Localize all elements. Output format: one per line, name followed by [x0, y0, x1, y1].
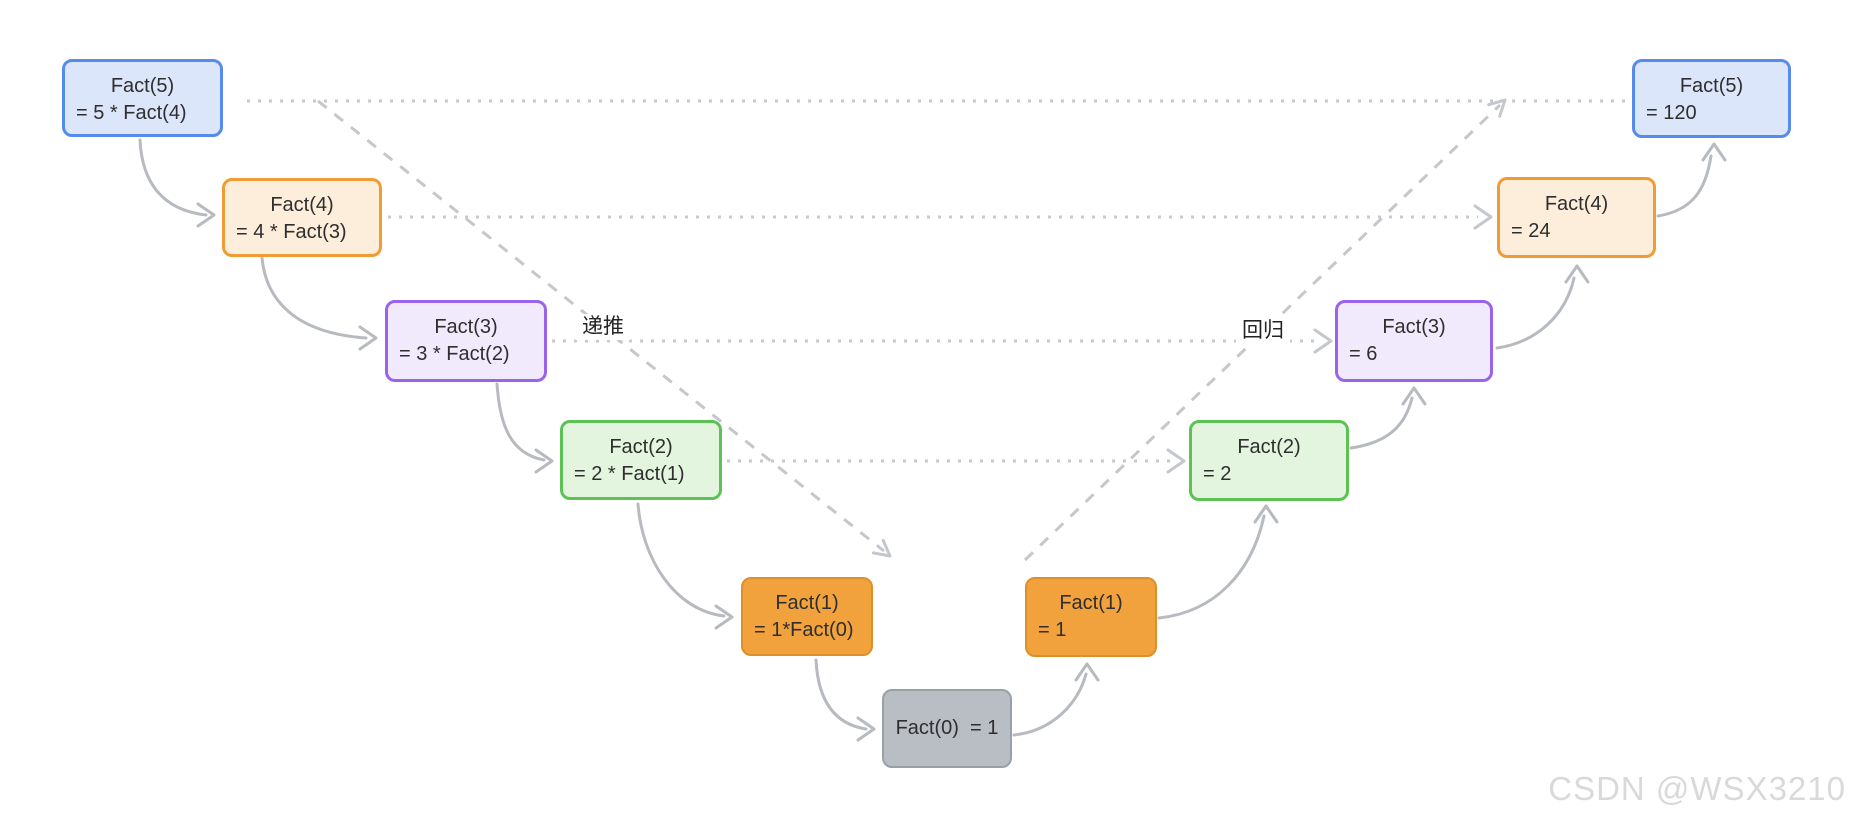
return-diagonal-arrow	[1023, 98, 1507, 562]
node-right-fact2-return: Fact(2) = 2	[1189, 420, 1349, 501]
node-title: Fact(2)	[609, 436, 673, 458]
curve-arrow-fact1-to-fact2	[1157, 504, 1279, 620]
node-title: Fact(4)	[1544, 193, 1609, 215]
node-title: Fact(3)	[1382, 316, 1446, 338]
node-title: Fact(5)	[110, 75, 175, 97]
node-right-fact5-return: Fact(5) = 120	[1632, 59, 1791, 138]
watermark-text: CSDN @WSX3210	[1548, 770, 1846, 807]
node-result: = 1	[1038, 619, 1067, 641]
node-title: Fact(1)	[775, 592, 839, 614]
dotted-line-level3	[552, 328, 1333, 354]
node-result: = 2	[1203, 463, 1232, 485]
node-base-fact0: Fact(0) = 1	[882, 689, 1012, 768]
node-result: = 120	[1646, 102, 1697, 124]
node-right-fact3-return: Fact(3) = 6	[1335, 300, 1493, 382]
node-title: Fact(5)	[1679, 75, 1744, 97]
node-result: = 6	[1349, 343, 1378, 365]
node-formula: = 4 * Fact(3)	[236, 221, 347, 243]
node-title: Fact(1)	[1059, 592, 1123, 614]
node-formula: = 2 * Fact(1)	[574, 463, 685, 485]
curve-arrow-fact3-to-fact2	[495, 382, 554, 474]
node-left-fact4-call: Fact(4) = 4 * Fact(3)	[222, 178, 382, 257]
node-title: Fact(3)	[434, 316, 498, 338]
node-left-fact1-call: Fact(1) = 1*Fact(0)	[741, 577, 873, 656]
curve-arrow-fact3-to-fact4	[1495, 264, 1590, 350]
return-phase-label: 回归	[1236, 318, 1290, 344]
curve-arrow-fact5-to-fact4	[138, 138, 216, 228]
node-left-fact2-call: Fact(2) = 2 * Fact(1)	[560, 420, 722, 500]
curve-arrow-fact4-to-fact5	[1656, 142, 1727, 218]
curve-arrow-fact0-to-fact1	[1012, 662, 1100, 737]
node-left-fact5-call: Fact(5) = 5 * Fact(4)	[62, 59, 223, 137]
curve-arrow-fact1-to-fact0	[814, 658, 876, 742]
node-title: Fact(2)	[1237, 436, 1301, 458]
node-formula: = 3 * Fact(2)	[399, 343, 510, 365]
node-right-fact4-return: Fact(4) = 24	[1497, 177, 1656, 258]
descend-phase-label: 递推	[576, 314, 630, 340]
dotted-line-level2	[727, 448, 1186, 474]
curve-arrow-fact2-to-fact1	[636, 502, 734, 630]
curve-arrow-fact2-to-fact3	[1349, 386, 1427, 450]
node-title: Fact(0) = 1	[895, 717, 999, 739]
node-left-fact3-call: Fact(3) = 3 * Fact(2)	[385, 300, 547, 382]
node-right-fact1-return: Fact(1) = 1	[1025, 577, 1157, 657]
node-title: Fact(4)	[270, 194, 334, 216]
curve-arrow-fact4-to-fact3	[260, 256, 378, 351]
dotted-line-level4	[388, 204, 1493, 230]
node-formula: = 5 * Fact(4)	[76, 102, 187, 124]
node-result: = 24	[1511, 220, 1551, 242]
node-formula: = 1*Fact(0)	[754, 619, 854, 641]
